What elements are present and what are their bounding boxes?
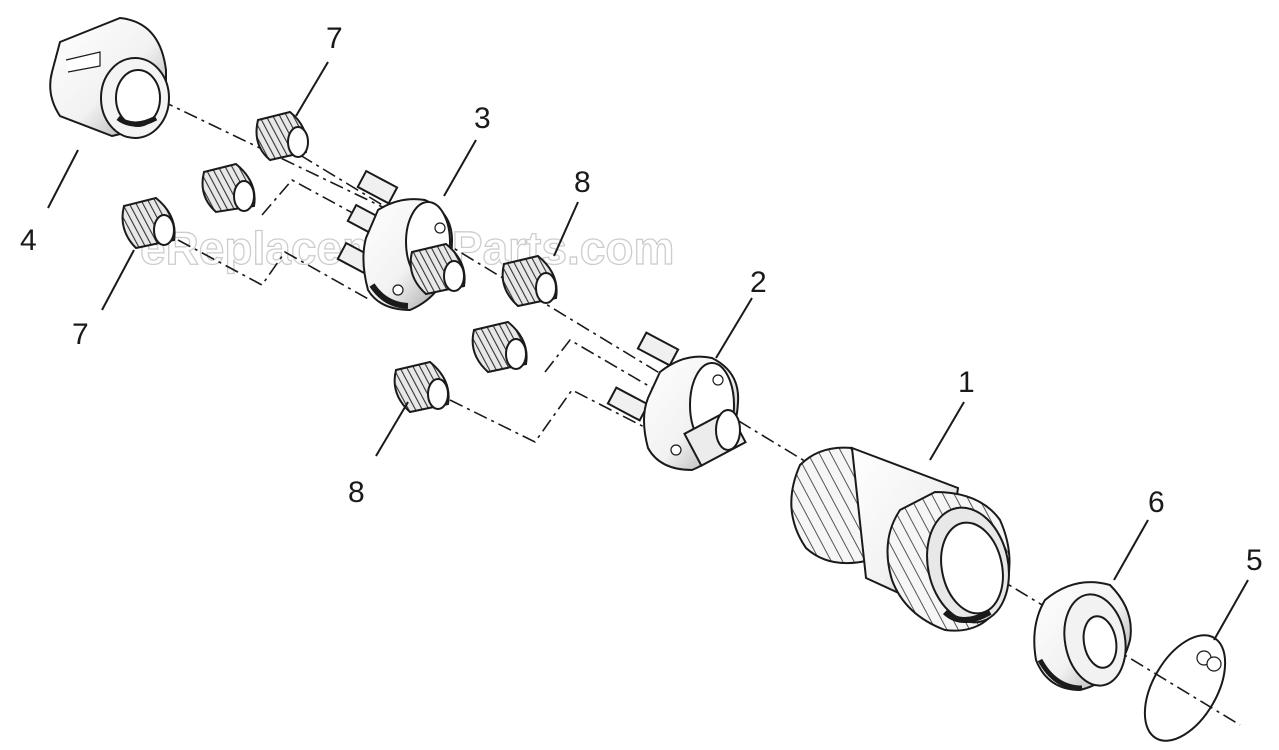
part-8-planet-gear-lower: [471, 320, 528, 374]
part-5-retaining-ring: [1143, 634, 1227, 742]
part-7-planet-gear-bottom: [121, 196, 176, 250]
callout-3: 3: [474, 102, 491, 135]
part-8-planet-gear-bottom: [393, 360, 450, 414]
part-1-ring-gear-housing: [790, 446, 1011, 632]
part-4-collar: [49, 16, 170, 139]
part-2-planet-carrier: [606, 331, 747, 472]
callout-7-top: 7: [326, 22, 343, 55]
part-8-planet-gear-right: [501, 254, 558, 308]
part-7-planet-gear-top: [255, 110, 309, 162]
callout-2: 2: [750, 266, 767, 299]
part-8-planet-gear-center: [409, 242, 466, 296]
callout-5: 5: [1246, 544, 1263, 577]
callout-6: 6: [1148, 486, 1165, 519]
assembly-axis-lines: [159, 99, 1241, 726]
callout-7-bottom: 7: [72, 318, 89, 351]
leader-lines: [47, 61, 1249, 641]
callout-1: 1: [958, 366, 975, 399]
callout-4: 4: [20, 224, 37, 257]
callout-labels: 4 7 3 7 8 2 8 1 6 5: [20, 22, 1263, 577]
callout-8-top: 8: [574, 166, 591, 199]
callout-8-bottom: 8: [348, 476, 365, 509]
part-7-planet-gear-middle: [201, 162, 256, 214]
part-6-bearing: [1033, 581, 1132, 692]
